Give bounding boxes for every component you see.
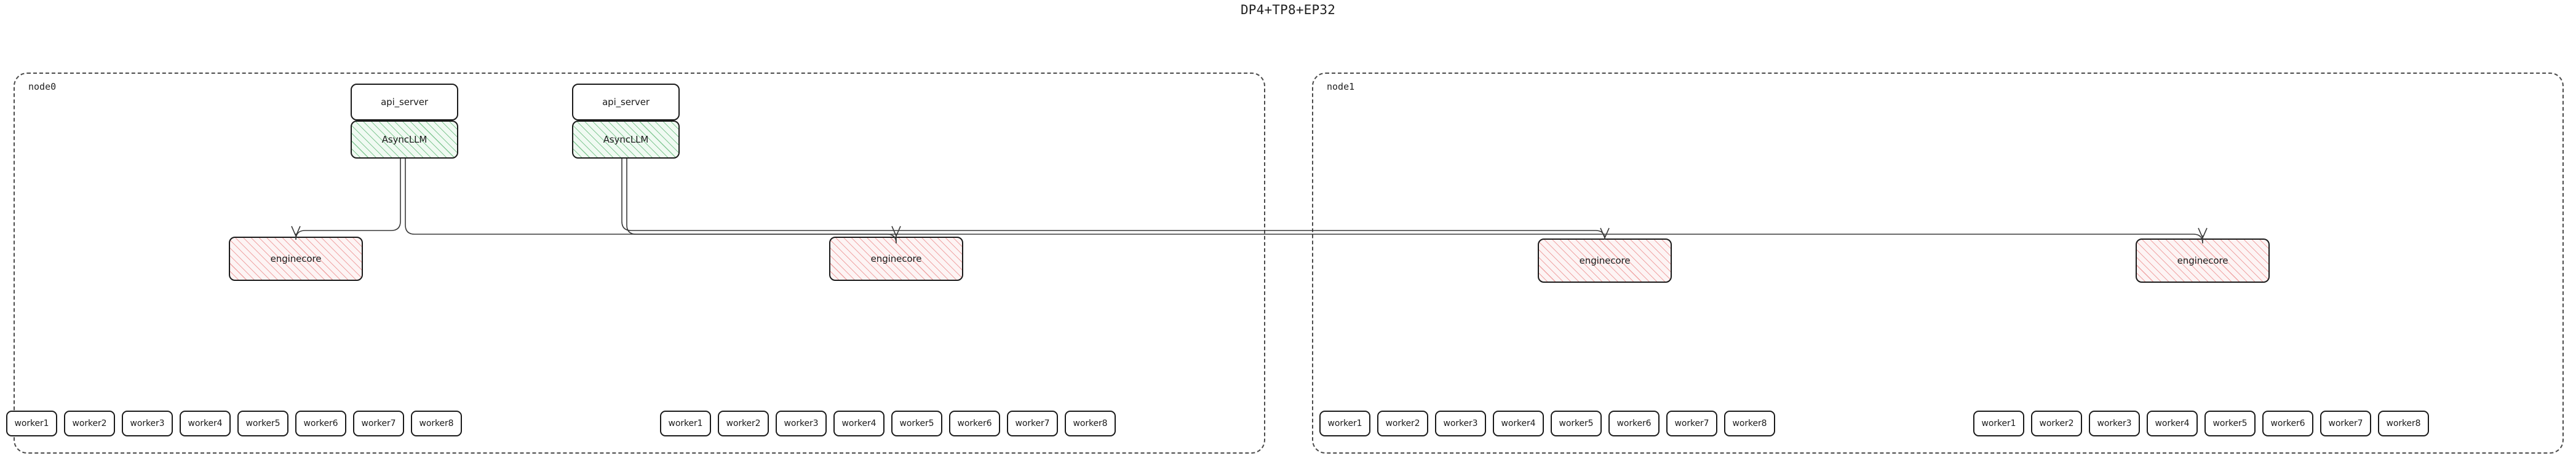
worker-box-label: worker7 xyxy=(1015,419,1050,428)
node-label-node0: node0 xyxy=(28,81,57,92)
api-server-box[interactable]: api_server xyxy=(351,84,458,120)
worker-box-label: worker3 xyxy=(130,419,165,428)
worker-box-label: worker6 xyxy=(957,419,992,428)
enginecore-box-label: enginecore xyxy=(2177,255,2228,266)
node-label-node1: node1 xyxy=(1327,81,1355,92)
node-cluster-node0: node0 xyxy=(14,73,1265,454)
worker-box[interactable]: worker6 xyxy=(949,411,1000,436)
worker-box-label: worker2 xyxy=(726,419,761,428)
worker-box[interactable]: worker8 xyxy=(1065,411,1116,436)
worker-box[interactable]: worker8 xyxy=(1724,411,1775,436)
worker-box[interactable]: worker8 xyxy=(411,411,462,436)
worker-box[interactable]: worker8 xyxy=(2378,411,2429,436)
worker-box[interactable]: worker4 xyxy=(833,411,885,436)
worker-box-label: worker5 xyxy=(899,419,934,428)
worker-box-label: worker5 xyxy=(1559,419,1594,428)
worker-box[interactable]: worker6 xyxy=(1608,411,1660,436)
enginecore-box[interactable]: enginecore xyxy=(1538,238,1672,283)
worker-box[interactable]: worker5 xyxy=(2204,411,2256,436)
worker-box-label: worker4 xyxy=(188,419,223,428)
worker-box-label: worker8 xyxy=(1073,419,1108,428)
worker-box[interactable]: worker6 xyxy=(295,411,346,436)
worker-box-label: worker2 xyxy=(2039,419,2074,428)
worker-box-label: worker3 xyxy=(2097,419,2132,428)
worker-box[interactable]: worker3 xyxy=(1435,411,1486,436)
worker-box-label: worker1 xyxy=(1981,419,2016,428)
worker-box-label: worker8 xyxy=(419,419,454,428)
enginecore-box[interactable]: enginecore xyxy=(2136,238,2270,283)
worker-box[interactable]: worker5 xyxy=(891,411,942,436)
worker-box[interactable]: worker4 xyxy=(1493,411,1544,436)
asyncllm-box[interactable]: AsyncLLM xyxy=(572,120,680,159)
worker-box-label: worker6 xyxy=(2270,419,2305,428)
api-server-box[interactable]: api_server xyxy=(572,84,680,120)
api-server-box-label: api_server xyxy=(381,97,428,108)
worker-box-label: worker5 xyxy=(245,419,280,428)
enginecore-box[interactable]: enginecore xyxy=(229,237,363,281)
worker-box-label: worker6 xyxy=(1616,419,1652,428)
worker-box[interactable]: worker7 xyxy=(1007,411,1058,436)
worker-box-label: worker3 xyxy=(784,419,819,428)
api-server-box-label: api_server xyxy=(602,97,650,108)
worker-box[interactable]: worker2 xyxy=(64,411,115,436)
node-cluster-node1: node1 xyxy=(1312,73,2564,454)
worker-box-label: worker8 xyxy=(1732,419,1767,428)
worker-box[interactable]: worker2 xyxy=(1377,411,1428,436)
worker-box-label: worker6 xyxy=(303,419,338,428)
worker-box-label: worker3 xyxy=(1443,419,1478,428)
asyncllm-box[interactable]: AsyncLLM xyxy=(351,120,458,159)
worker-box[interactable]: worker4 xyxy=(180,411,231,436)
worker-box[interactable]: worker3 xyxy=(122,411,173,436)
page-title: DP4+TP8+EP32 xyxy=(1240,2,1336,17)
worker-box-label: worker7 xyxy=(1674,419,1709,428)
worker-box[interactable]: worker3 xyxy=(776,411,827,436)
worker-box[interactable]: worker5 xyxy=(1551,411,1602,436)
worker-box-label: worker2 xyxy=(1385,419,1420,428)
enginecore-box-label: enginecore xyxy=(870,253,922,264)
asyncllm-box-label: AsyncLLM xyxy=(381,134,427,145)
worker-box-label: worker7 xyxy=(2328,419,2363,428)
worker-box[interactable]: worker2 xyxy=(718,411,769,436)
worker-box-label: worker4 xyxy=(1501,419,1536,428)
worker-box[interactable]: worker1 xyxy=(1973,411,2024,436)
enginecore-box-label: enginecore xyxy=(270,253,322,264)
worker-box[interactable]: worker1 xyxy=(1319,411,1370,436)
worker-box[interactable]: worker1 xyxy=(660,411,711,436)
worker-box-label: worker4 xyxy=(2155,419,2190,428)
worker-box-label: worker4 xyxy=(841,419,877,428)
worker-box-label: worker1 xyxy=(668,419,703,428)
worker-box[interactable]: worker2 xyxy=(2031,411,2082,436)
enginecore-box[interactable]: enginecore xyxy=(829,237,963,281)
worker-box[interactable]: worker7 xyxy=(353,411,404,436)
worker-box-label: worker5 xyxy=(2212,419,2248,428)
worker-box[interactable]: worker1 xyxy=(6,411,57,436)
worker-box[interactable]: worker7 xyxy=(1666,411,1717,436)
enginecore-box-label: enginecore xyxy=(1579,255,1631,266)
worker-box[interactable]: worker5 xyxy=(237,411,288,436)
asyncllm-box-label: AsyncLLM xyxy=(603,134,649,145)
worker-box-label: worker2 xyxy=(72,419,107,428)
worker-box-label: worker8 xyxy=(2386,419,2421,428)
worker-box[interactable]: worker3 xyxy=(2089,411,2140,436)
worker-box-label: worker7 xyxy=(361,419,396,428)
worker-box-label: worker1 xyxy=(1327,419,1362,428)
worker-box[interactable]: worker6 xyxy=(2262,411,2313,436)
worker-box[interactable]: worker7 xyxy=(2320,411,2371,436)
worker-box[interactable]: worker4 xyxy=(2147,411,2198,436)
worker-box-label: worker1 xyxy=(14,419,49,428)
